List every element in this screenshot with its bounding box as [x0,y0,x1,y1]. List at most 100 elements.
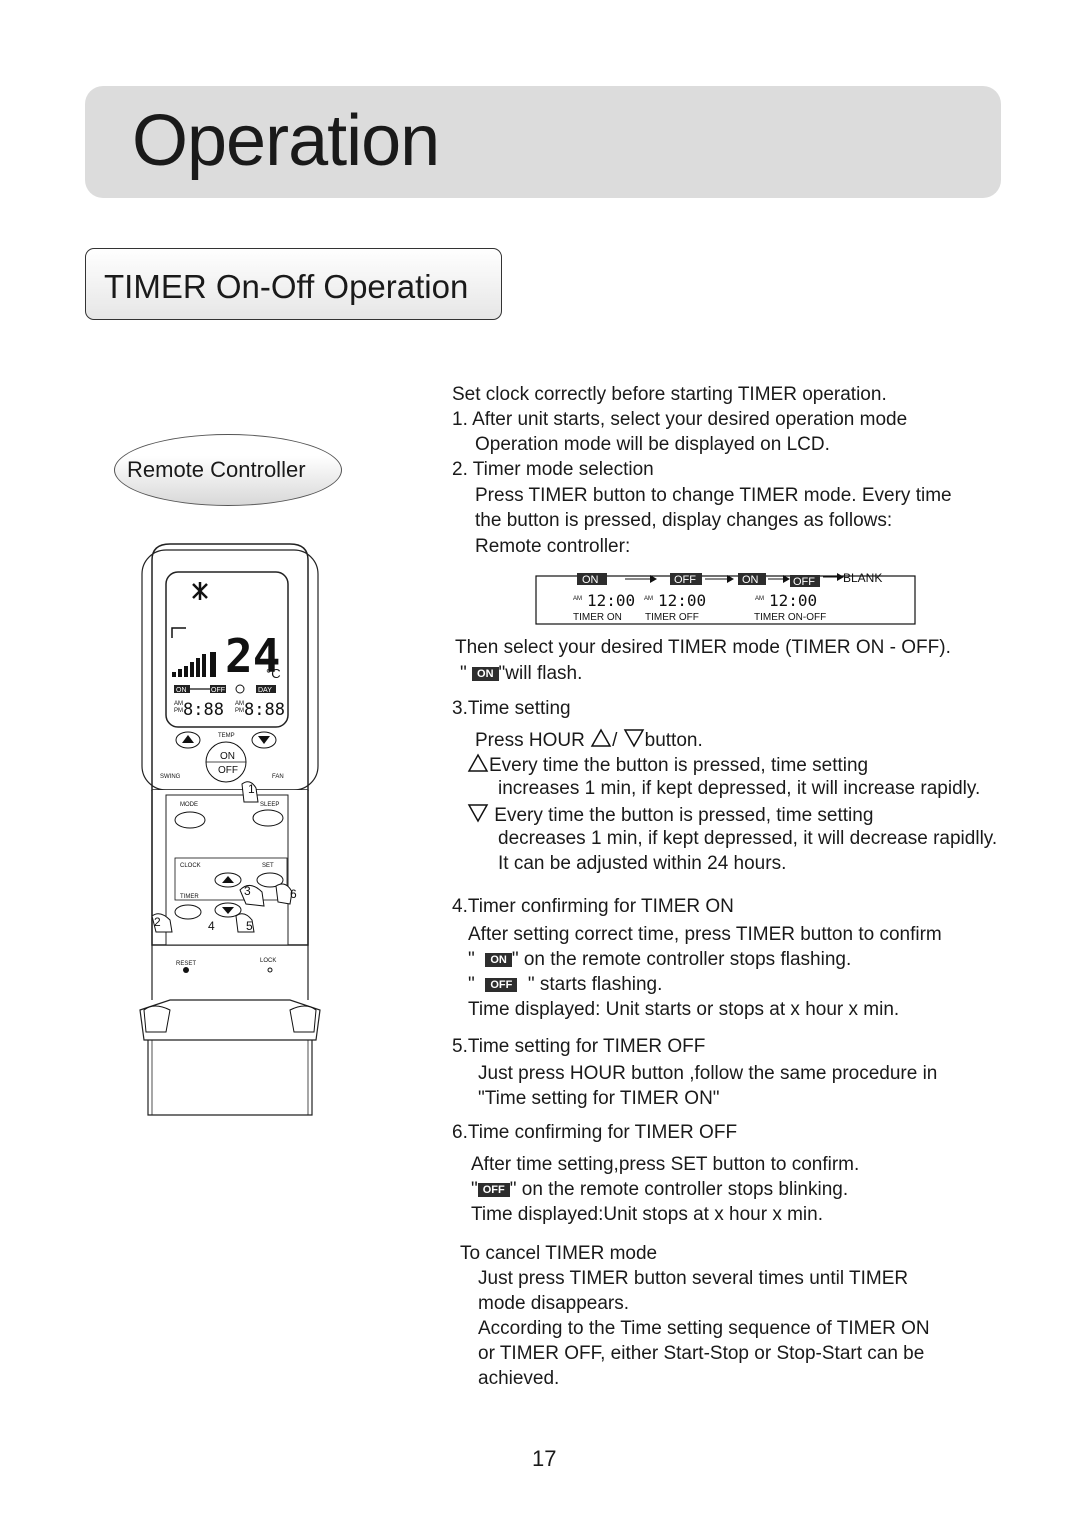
holder-clip-left [143,1005,171,1033]
callout-6: 6 [290,887,297,901]
step-3-title: 3.Time setting [452,698,571,719]
lcd-am-1: AM [174,701,183,707]
set-button[interactable] [256,872,284,888]
lcd-temperature: 24 [225,629,280,683]
section-title: TIMER On-Off Operation [104,268,469,305]
lcd-off-indicator: OFF [211,687,225,694]
decrease-line-1: Every time the button is pressed, time s… [467,803,873,827]
decrease-line-2: decreases 1 min, if kept depressed, it w… [498,828,998,849]
stops-blinking-text: " on the remote controller stops blinkin… [509,1179,849,1200]
step-1-line: Operation mode will be displayed on LCD. [475,434,830,455]
remote-controller-oval [114,434,342,506]
seq-on-1: ON [582,574,599,586]
seq-off-2: OFF [793,576,815,588]
mode-label: MODE [180,802,198,808]
decrease-text-1: Every time the button is pressed, time s… [494,805,874,826]
remote-holder-bottom [147,1040,313,1116]
on-button-label: ON [220,751,235,762]
signal-bars-icon [172,652,216,677]
lcd-time-1: 8:88 [183,700,224,720]
clock-label: CLOCK [180,863,201,869]
title-banner [85,86,1001,198]
seq-am-2: AM [644,596,653,602]
fan-label: FAN [272,774,284,780]
cancel-line-4: or TIMER OFF, either Start-Stop or Stop-… [478,1343,925,1364]
reset-button[interactable] [183,967,189,973]
cancel-line-3: According to the Time setting sequence o… [478,1318,930,1339]
seq-label-2: TIMER OFF [645,612,699,623]
seq-time-2: 12:00 [658,591,706,610]
seq-label-3: TIMER ON-OFF [754,612,826,623]
remote-controller-illustration: 24 °C ON OFF DAY AM PM 8:88 AM PM 8:88 T… [139,543,321,1116]
step-1-title: 1. After unit starts, select your desire… [452,409,908,430]
callout-5: 5 [246,919,253,933]
hour-up-icon [222,876,234,883]
lcd-pm-2: PM [235,708,244,714]
timer-sequence-diagram: ON OFF ON OFF BLANK AM 12:00 AM 12:00 AM… [535,571,916,625]
step-5-title: 5.Time setting for TIMER OFF [452,1036,706,1057]
cancel-line-2: mode disappears. [478,1293,630,1314]
holder-clip-right [289,1005,317,1033]
quote-mark: " [468,974,475,995]
step-4-title: 4.Timer confirming for TIMER ON [452,896,734,917]
intro-text: Set clock correctly before starting TIME… [452,384,887,405]
section-header-box [85,248,502,320]
seq-off-1: OFF [674,574,696,586]
step-4-line-4: Time displayed: Unit starts or stops at … [468,999,900,1020]
cancel-line-1: Just press TIMER button several times un… [478,1268,909,1289]
page-number: 17 [532,1446,557,1471]
quote-mark: " [471,1179,478,1200]
step-6-line-2: "OFF" on the remote controller stops bli… [471,1179,848,1201]
will-flash-line: " ON"will flash. [460,663,582,685]
cancel-line-5: achieved. [478,1368,560,1389]
temp-label: TEMP [218,733,235,739]
press-hour-text: Press HOUR [475,730,585,751]
quote-mark: " [468,949,475,970]
step-5-line-1: Just press HOUR button ,follow the same … [478,1063,938,1084]
on-badge: ON [485,953,512,967]
step-4-line-3: " OFF " starts flashing. [468,974,662,996]
on-badge: ON [472,667,499,681]
decrease-line-3: It can be adjusted within 24 hours. [498,853,787,874]
will-flash-text: "will flash. [498,663,583,684]
then-select-text: Then select your desired TIMER mode (TIM… [455,637,951,658]
cancel-title: To cancel TIMER mode [460,1243,658,1264]
sleep-label: SLEEP [260,802,279,808]
callout-1: 1 [248,782,255,796]
step-6-line-3: Time displayed:Unit stops at x hour x mi… [471,1204,823,1225]
timer-button[interactable] [174,904,202,920]
mode-button[interactable] [174,811,206,829]
stops-flashing-text: " on the remote controller stops flashin… [511,949,852,970]
lcd-time-2: 8:88 [244,700,285,720]
seq-blank: BLANK [843,571,882,585]
lcd-clock-icon [235,684,245,694]
sequence-frame [535,575,916,625]
reset-label: RESET [176,961,196,967]
lcd-temp-unit: °C [266,666,281,681]
pointing-hand-icon [151,781,293,933]
sleep-button[interactable] [252,809,284,827]
hour-down-icon [222,907,234,914]
lock-button[interactable] [267,967,273,973]
increase-text-1: Every time the button is pressed, time s… [489,755,869,776]
seq-on-2: ON [742,574,759,586]
step-6-title: 6.Time confirming for TIMER OFF [452,1122,738,1143]
step-2-title: 2. Timer mode selection [452,459,654,480]
seq-time-1: 12:00 [587,591,635,610]
off-button-label: OFF [218,765,238,776]
remote-holder-top [139,999,321,1041]
callout-3: 3 [244,884,251,898]
seq-label-1: TIMER ON [573,612,622,623]
button-text: button. [644,730,703,751]
lcd-pm-1: PM [174,708,183,714]
seq-time-3: 12:00 [769,591,817,610]
step-4-line-1: After setting correct time, press TIMER … [468,924,942,945]
seq-am-3: AM [755,596,764,602]
step-2-line-1: Press TIMER button to change TIMER mode.… [475,485,952,506]
lcd-on-indicator: ON [176,687,187,694]
slash-text: / [612,730,618,751]
press-hour-line: Press HOUR / button. [475,728,703,752]
off-badge: OFF [485,978,518,992]
temp-down-icon [258,736,270,744]
seq-am-1: AM [573,596,582,602]
